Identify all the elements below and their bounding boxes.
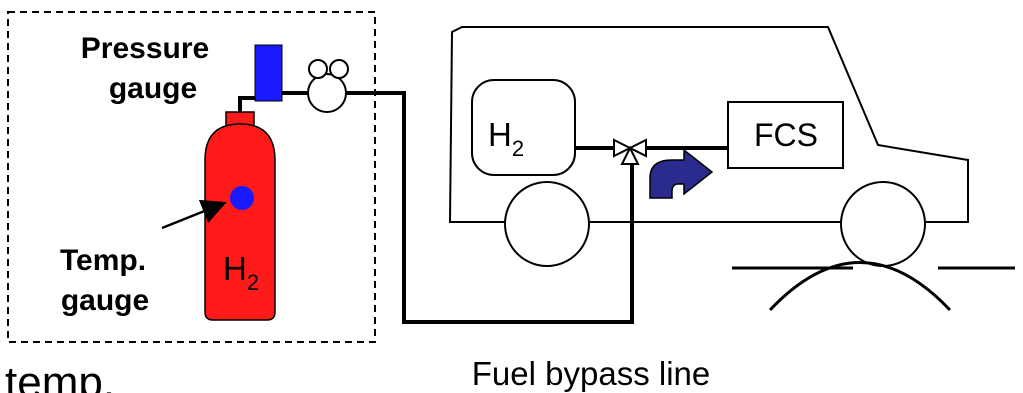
onboard-h2-tank [471, 79, 576, 176]
temp-pointer-arrow [161, 199, 227, 230]
test-rig-box [7, 11, 376, 343]
temp-label-line1: Temp. [60, 244, 146, 277]
flow-arrow-icon [649, 148, 714, 199]
onboard-tank-label: H2 [488, 116, 524, 161]
valve-left [613, 138, 633, 158]
bypass-line-label: Fuel bypass line [472, 355, 710, 392]
valve-right [627, 138, 647, 158]
bypass-pipe [342, 91, 634, 324]
regulator-body [307, 73, 347, 113]
h2-cylinder [204, 123, 276, 321]
front-wheel [504, 181, 590, 267]
regulator-knob-right [329, 59, 349, 79]
road-bump [768, 261, 952, 312]
fcs-label: FCS [754, 117, 818, 153]
cut-off-text: temp. [5, 358, 115, 393]
temp-label-line2: gauge [61, 284, 149, 317]
pressure-label-line1: Pressure [81, 32, 209, 65]
pressure-gauge-icon [254, 44, 283, 102]
temp-gauge-icon [230, 186, 254, 210]
rear-wheel [840, 181, 926, 267]
pressure-label-line2: gauge [109, 72, 197, 105]
fcs-box [727, 101, 844, 169]
regulator-knob-left [308, 59, 328, 79]
cylinder-label: H2 [223, 250, 259, 295]
